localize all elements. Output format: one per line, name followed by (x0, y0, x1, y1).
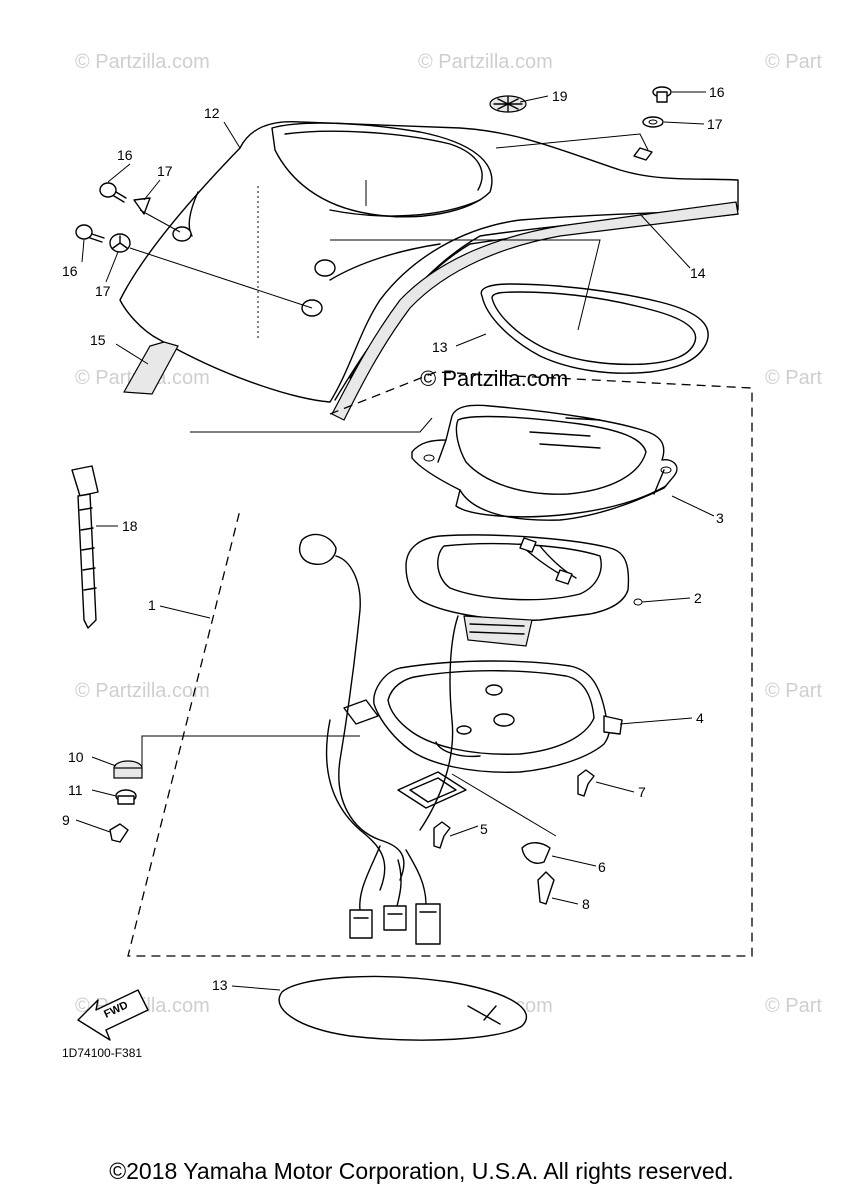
fwd-arrow: FWD (77, 989, 149, 1041)
callout-1: 1 (148, 597, 156, 613)
upper-leaders (129, 133, 649, 433)
callout-17: 17 (157, 163, 173, 179)
copyright-notice: ©2018 Yamaha Motor Corporation, U.S.A. A… (109, 1158, 734, 1184)
callout-12: 12 (204, 105, 220, 121)
callout-16: 16 (709, 84, 725, 100)
callout-9: 9 (62, 812, 70, 828)
callout-8: 8 (582, 896, 590, 912)
callout-6: 6 (598, 859, 606, 875)
watermark-text: © Part (765, 680, 822, 702)
assembly-boundary-1 (127, 371, 753, 957)
callout-11: 11 (68, 782, 83, 798)
callout-2: 2 (694, 590, 702, 606)
gasket-14 (480, 283, 709, 374)
pad-13 (278, 975, 528, 1041)
callout-18: 18 (122, 518, 138, 534)
callout-10: 10 (68, 749, 84, 765)
wire-harness (298, 533, 459, 945)
callout-17: 17 (95, 283, 111, 299)
bracket-5 (397, 771, 467, 809)
clip-6-screw-8 (521, 842, 555, 905)
callout-16: 16 (117, 147, 133, 163)
callout-leaders (75, 91, 715, 991)
grommet-collar-bolt (109, 760, 143, 843)
callout-labels: 19 16 17 12 16 17 16 17 14 13 15 18 1 2 … (62, 84, 725, 993)
watermark-featured: © Partzilla.com (420, 366, 568, 391)
trim-15 (123, 201, 739, 421)
callout-17: 17 (707, 116, 723, 132)
callout-4: 4 (696, 710, 704, 726)
case-upper-3 (411, 404, 678, 521)
callout-7: 7 (638, 784, 646, 800)
watermark-text: © Partzilla.com (418, 51, 553, 73)
callout-15: 15 (90, 332, 106, 348)
small-screws (433, 769, 595, 849)
meter-2 (405, 534, 643, 647)
grommet-19 (489, 95, 527, 113)
callout-15: 14 (690, 265, 706, 281)
callout-13: 13 (212, 977, 228, 993)
case-lower-4 (343, 660, 623, 773)
diagram-code: 1D74100-F381 (62, 1046, 142, 1060)
watermark-text: © Part (765, 367, 822, 389)
callout-16: 16 (62, 263, 78, 279)
fasteners (75, 86, 672, 253)
watermark-text: © Partzilla.com (75, 680, 210, 702)
callout-19: 19 (552, 88, 568, 104)
callout-3: 3 (716, 510, 724, 526)
watermark-text: © Part (765, 51, 822, 73)
callout-5: 5 (480, 821, 488, 837)
cable-tie-18 (71, 465, 99, 629)
watermark-text: © Part (765, 995, 822, 1017)
callout-14: 13 (432, 339, 448, 355)
watermark-text: © Partzilla.com (75, 51, 210, 73)
